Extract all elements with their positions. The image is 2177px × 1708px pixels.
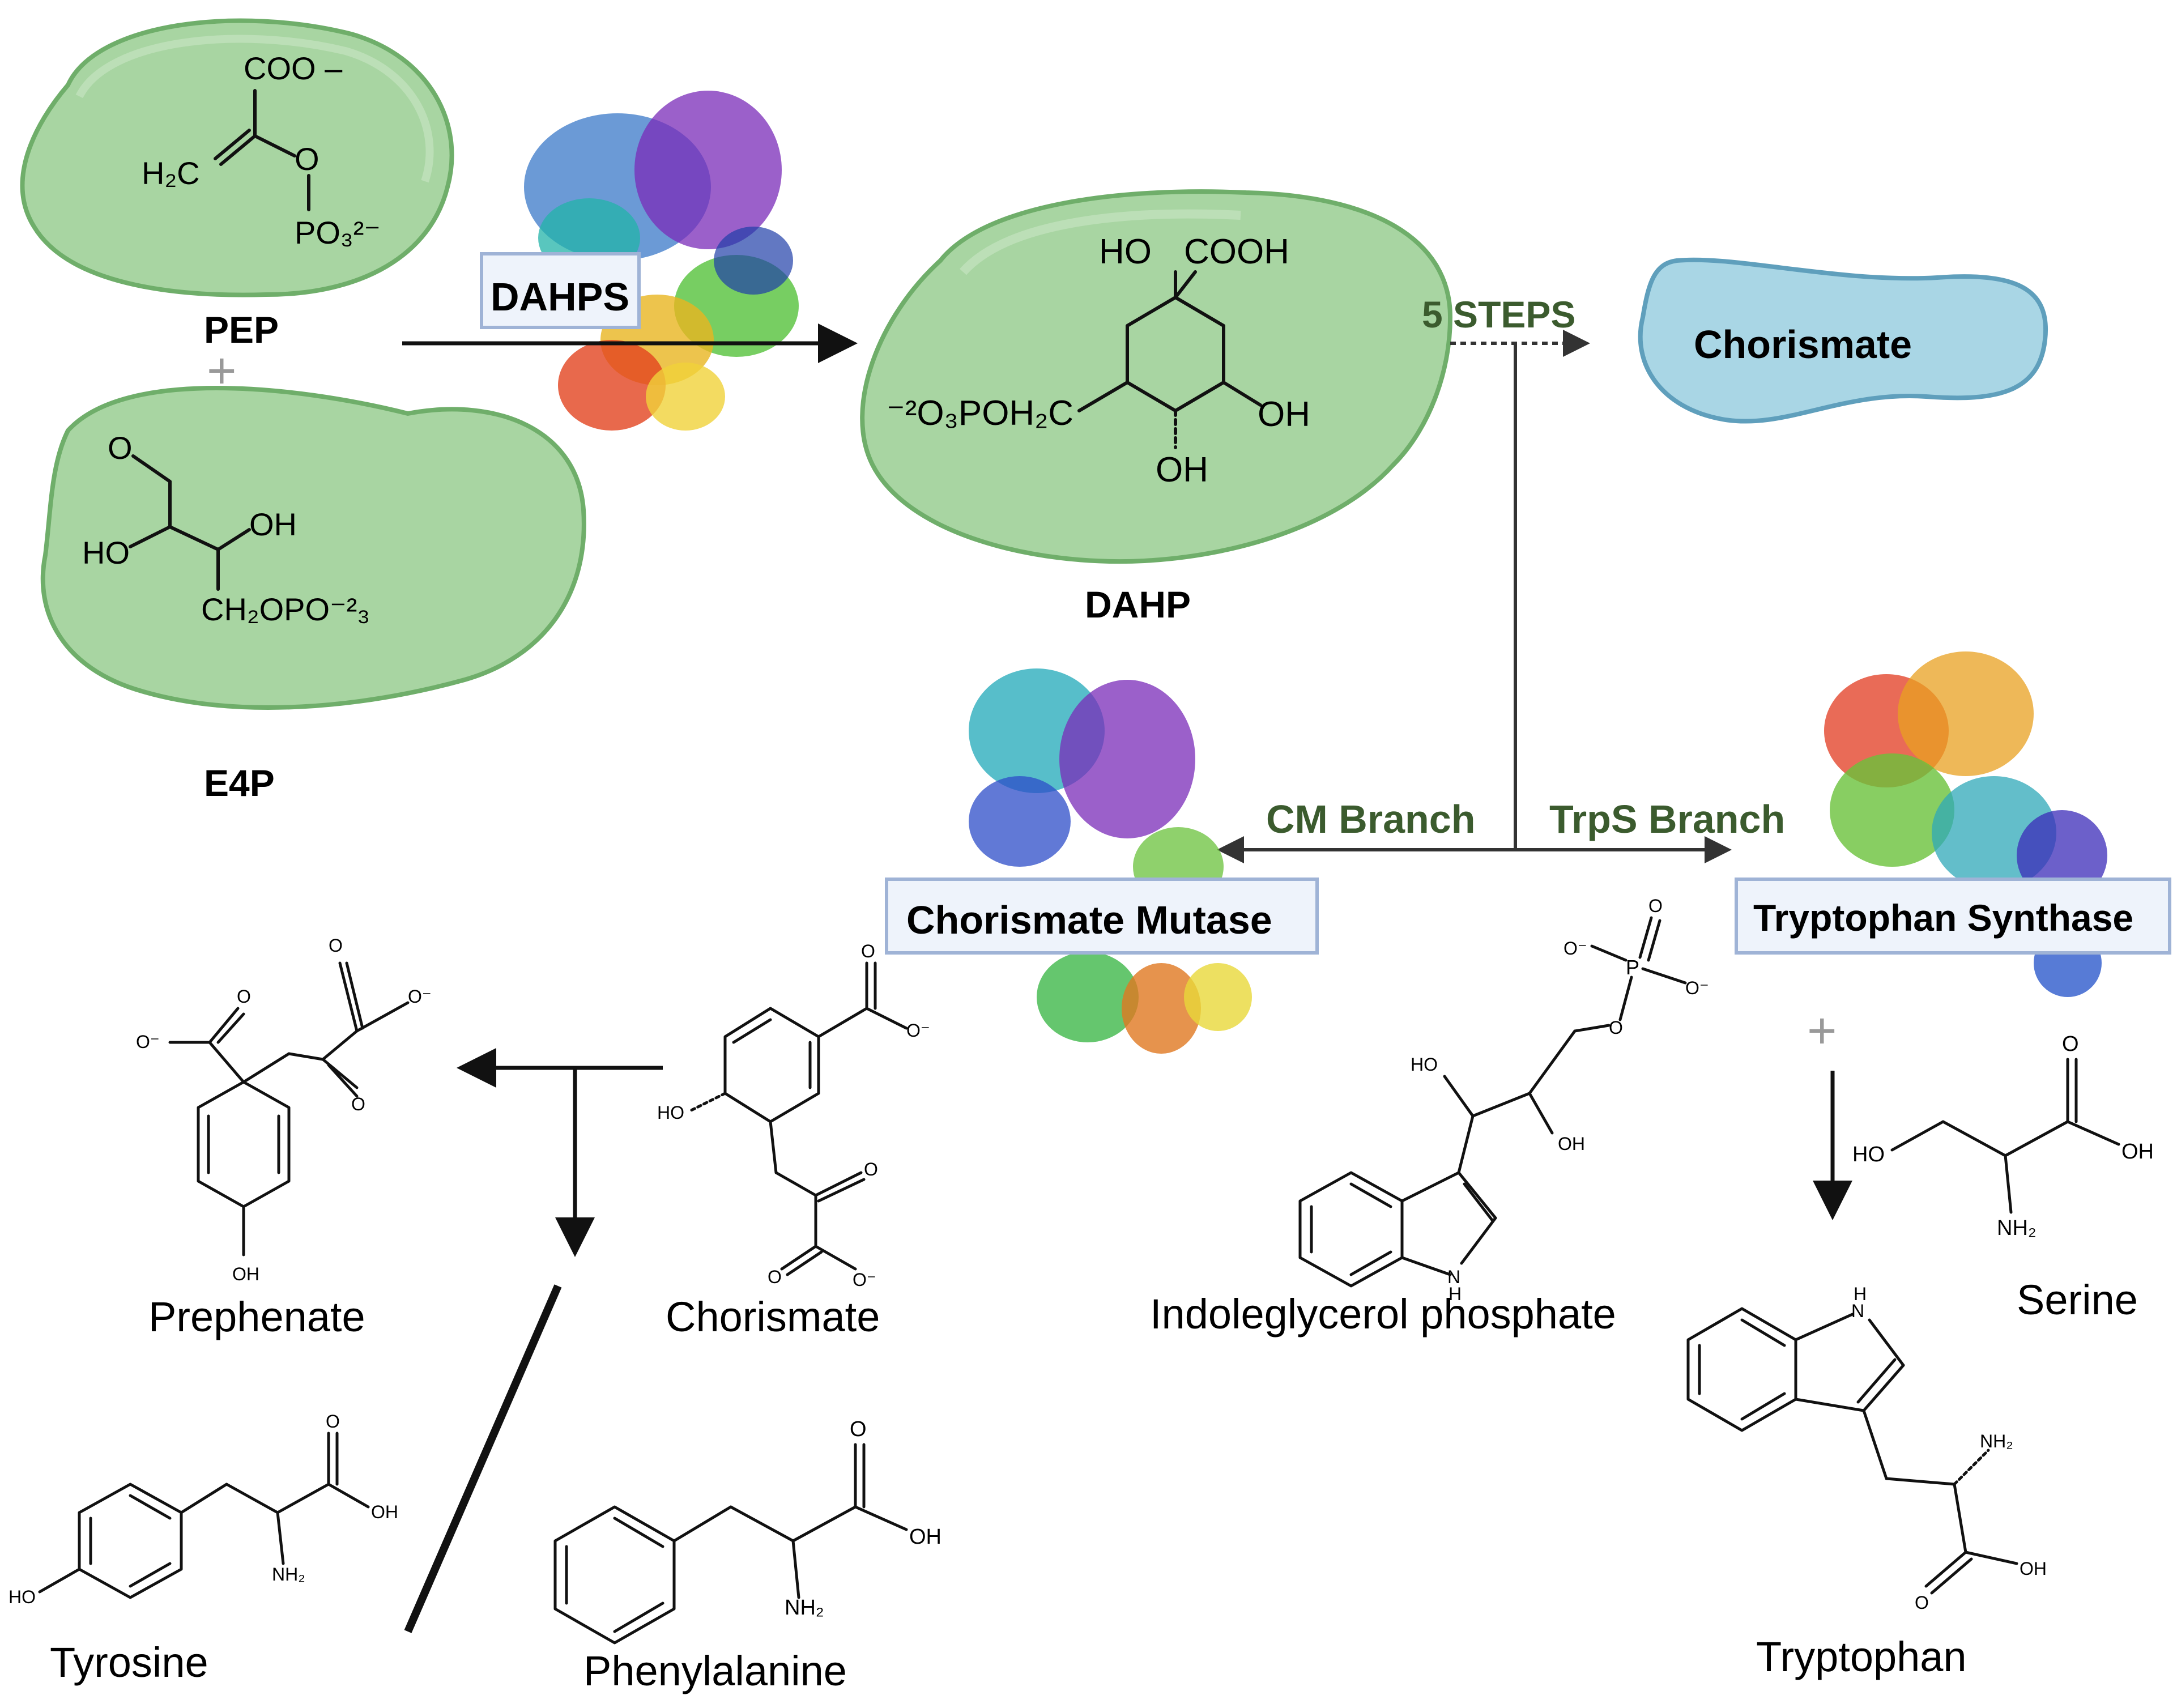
indoleglycerol-phosphate-label: Indoleglycerol phosphate [1150,1290,1616,1338]
pep-o-label: O [295,141,319,177]
serine-oh-label: OH [2121,1140,2154,1164]
trps-branch-label: TrpS Branch [1549,797,1785,841]
phenylalanine-structure: NH₂ O OH [553,1417,941,1645]
chorismate-top-label: Chorismate [1694,322,1912,367]
trp-oh-label: OH [2020,1558,2047,1579]
dahp-structure: HO COOH ⁻²O₃POH₂C OH OH [887,232,1310,489]
tyr-phe-divider [404,1284,562,1633]
pep-label: PEP [204,309,279,351]
plus-sign-serine: + [1807,1003,1837,1059]
five-steps-label: 5 STEPS [1422,293,1575,335]
trp-nh2-label: NH₂ [1980,1431,2013,1451]
serine-label: Serine [2017,1276,2138,1323]
tyrosine-structure: HO NH₂ O OH [8,1411,398,1607]
tyrosine-label: Tyrosine [50,1639,208,1686]
chorismate-blob: Chorismate [1638,257,2048,424]
igp-o2-label: O [1648,896,1663,916]
pep-structure: COO – H₂C O PO₃²⁻ [142,50,381,250]
chorismate-ho-label: HO [657,1102,684,1123]
dahp-label: DAHP [1085,583,1191,625]
e4p-ho-label: HO [82,535,130,570]
chorismate-mutase-protein-structure [969,668,1252,1054]
prephenate-structure: OH O O⁻ O O O⁻ [136,935,432,1284]
dahps-protein-structure [524,91,799,431]
igp-ominus1-label: O⁻ [1563,938,1587,959]
phenylalanine-oh-label: OH [909,1525,941,1549]
phenylalanine-label: Phenylalanine [583,1647,847,1694]
tryptophan-label: Tryptophan [1756,1633,1967,1680]
tyrosine-o-label: O [326,1411,340,1432]
e4p-oh-label: OH [249,506,297,542]
prephenate-o2-label: O [351,1094,365,1114]
prephenate-ominus1-label: O⁻ [136,1032,160,1052]
tryptophan-structure: N H NH₂ O OH [1686,1284,2047,1613]
dahps-box: DAHPS [480,252,641,329]
igp-ominus2-label: O⁻ [1685,978,1709,998]
dahp-ho-label: HO [1099,232,1152,271]
chorismate-o3-label: O [768,1267,782,1287]
tyrosine-nh2-label: NH₂ [272,1564,305,1585]
chorismate-o1-label: O [861,941,875,961]
phenylalanine-nh2-label: NH₂ [785,1596,824,1620]
pep-h2c-label: H₂C [142,155,200,191]
chorismate-mutase-label: Chorismate Mutase [906,898,1272,942]
dahp-cooh-label: COOH [1184,232,1289,271]
chorismate-structure: O O⁻ HO O O O⁻ [657,941,930,1290]
chorismate-ominus2-label: O⁻ [853,1270,876,1290]
trp-o-label: O [1915,1592,1929,1613]
trp-h-label: H [1854,1284,1867,1304]
cm-branch-label: CM Branch [1266,797,1475,841]
e4p-blob [40,386,586,710]
chorismate-ominus1-label: O⁻ [906,1020,930,1041]
serine-ho-label: HO [1852,1143,1885,1166]
dahps-label: DAHPS [491,275,629,319]
igp-p-label: P [1626,956,1639,979]
tyrosine-oh-label: OH [371,1502,398,1522]
dahp-oh-right-label: OH [1258,395,1310,434]
igp-ho-label: HO [1411,1054,1438,1075]
e4p-label: E4P [204,762,275,804]
prephenate-oh-label: OH [232,1264,259,1284]
serine-o-label: O [2062,1032,2079,1056]
dahp-left-label: ⁻²O₃POH₂C [887,394,1073,433]
tyrosine-ho-label: HO [8,1587,36,1607]
pep-blob [20,18,454,297]
tryptophan-synthase-label: Tryptophan Synthase [1753,897,2133,939]
trp-n-label: N [1851,1301,1864,1321]
tryptophan-synthase-protein-structure [1824,651,2107,997]
serine-nh2-label: NH₂ [1997,1216,2037,1240]
tryptophan-synthase-box: Tryptophan Synthase [1735,878,2171,955]
igp-oh-label: OH [1558,1134,1585,1154]
igp-nh-label: N [1447,1267,1460,1287]
phenylalanine-o-label: O [850,1417,867,1441]
serine-structure: HO NH₂ O OH [1852,1032,2154,1240]
e4p-structure: O HO OH CH₂OPO⁻²₃ [82,430,370,627]
pep-po3-label: PO₃²⁻ [295,215,381,250]
e4p-o-label: O [108,430,133,466]
e4p-ch2opo-label: CH₂OPO⁻²₃ [201,591,370,627]
indoleglycerol-phosphate-structure: N H HO OH O P O O⁻ O⁻ [1298,896,1709,1304]
chorismate-mutase-box: Chorismate Mutase [885,878,1319,955]
igp-h-label: H [1449,1284,1462,1304]
prephenate-label: Prephenate [148,1293,365,1340]
dahp-oh-bottom-label: OH [1156,450,1208,489]
chorismate-o2-label: O [864,1159,878,1179]
pep-coo-label: COO – [244,50,343,86]
dahp-blob [860,189,1453,564]
prephenate-o3-label: O [329,935,343,956]
prephenate-ominus2-label: O⁻ [408,986,432,1007]
chorismate-bottom-label: Chorismate [666,1293,880,1340]
prephenate-o1-label: O [237,986,251,1007]
